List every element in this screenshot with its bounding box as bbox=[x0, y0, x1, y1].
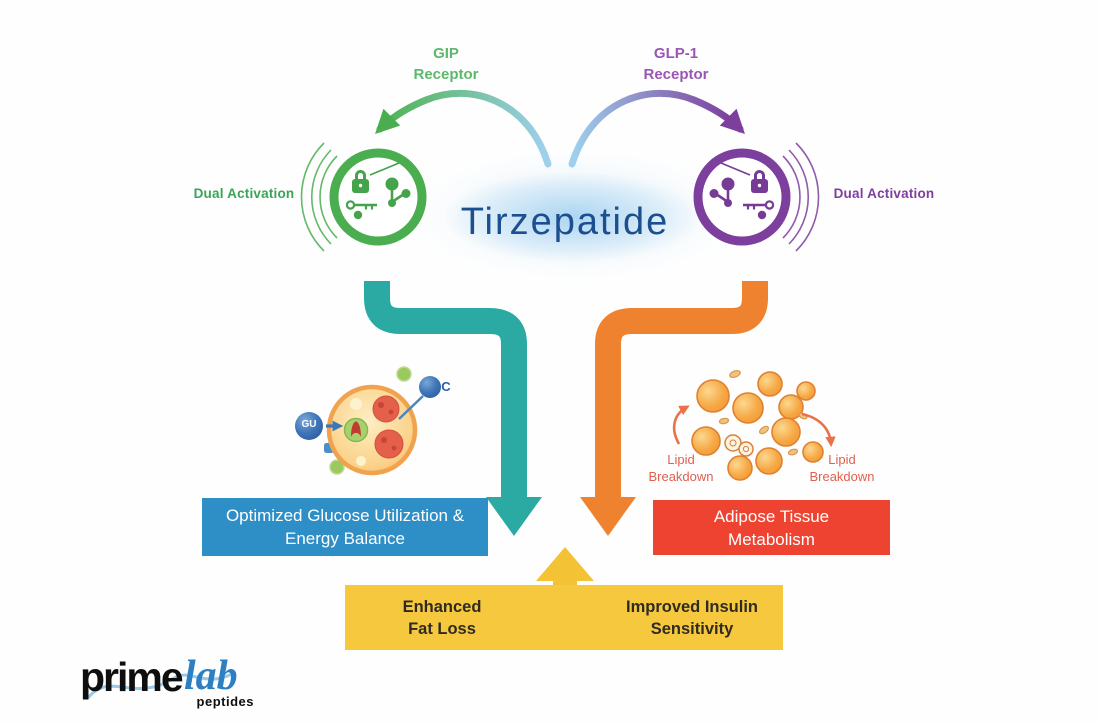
outcomes-box: Enhanced Fat Loss Improved Insulin Sensi… bbox=[345, 585, 783, 650]
molecule-icon bbox=[709, 177, 735, 207]
needle-line bbox=[720, 162, 751, 176]
glucose-cell-illustration bbox=[295, 366, 441, 476]
receptor-ball bbox=[419, 376, 441, 398]
sliced-fat-cell bbox=[724, 434, 754, 457]
glucose-ball bbox=[295, 412, 323, 440]
gip-receptor-circle bbox=[329, 148, 427, 246]
lipid-breakdown-right-label: Lipid Breakdown bbox=[799, 451, 885, 485]
lipid-left-line1: Lipid bbox=[667, 452, 695, 467]
lipid-arrow-left bbox=[672, 405, 690, 445]
glp1-arc-arrow bbox=[568, 89, 745, 168]
lipid-right-line2: Breakdown bbox=[809, 469, 875, 484]
orange-pathway-arrow bbox=[580, 281, 768, 536]
molecule-icon bbox=[385, 177, 411, 207]
teal-pathway-arrow bbox=[364, 281, 542, 536]
logo-peptides-text: peptides bbox=[196, 694, 254, 709]
glp1-line2: Receptor bbox=[643, 66, 709, 83]
brand-logo: prime lab peptides bbox=[80, 653, 265, 712]
dot bbox=[757, 210, 767, 220]
gip-receptor-label: GIP Receptor bbox=[398, 43, 494, 85]
dual-activation-right-label: Dual Activation bbox=[833, 186, 935, 201]
glucose-utilization-box: Optimized Glucose Utilization & Energy B… bbox=[202, 498, 488, 556]
yellow-up-arrow bbox=[536, 547, 594, 596]
logo-lab-text: lab bbox=[184, 653, 238, 699]
gip-arc-arrow bbox=[375, 89, 552, 168]
signal-waves-icon-left bbox=[300, 142, 338, 252]
outcome-right-line1: Improved Insulin bbox=[625, 597, 759, 616]
enhanced-fat-loss-label: Enhanced Fat Loss bbox=[357, 585, 527, 650]
outcome-left-line1: Enhanced bbox=[402, 597, 482, 616]
glp1-receptor-label: GLP-1 Receptor bbox=[628, 43, 724, 85]
lipid-right-line1: Lipid bbox=[828, 452, 856, 467]
signal-waves-icon-right bbox=[782, 142, 820, 252]
key-icon bbox=[743, 200, 775, 210]
adipose-metabolism-box: Adipose Tissue Metabolism bbox=[653, 500, 890, 555]
page-title: Tirzepatide bbox=[460, 201, 670, 243]
outcome-right-line2: Sensitivity bbox=[650, 619, 734, 638]
outcome-left-line2: Fat Loss bbox=[408, 619, 476, 638]
glucose-box-line2: Energy Balance bbox=[284, 529, 406, 548]
glp1-receptor-circle bbox=[693, 148, 791, 246]
dot bbox=[353, 210, 363, 220]
glp1-line1: GLP-1 bbox=[653, 45, 699, 62]
dual-activation-left-label: Dual Activation bbox=[193, 186, 295, 201]
lipid-breakdown-left-label: Lipid Breakdown bbox=[638, 451, 724, 485]
improved-insulin-sensitivity-label: Improved Insulin Sensitivity bbox=[607, 585, 777, 650]
logo-prime-text: prime bbox=[80, 654, 184, 700]
lipid-left-line2: Breakdown bbox=[648, 469, 714, 484]
receptor-ball-label: C bbox=[441, 379, 451, 394]
glucose-box-line1: Optimized Glucose Utilization & bbox=[225, 506, 465, 525]
fat-cells-illustration bbox=[691, 370, 824, 481]
needle-line bbox=[369, 162, 400, 176]
key-icon bbox=[345, 200, 377, 210]
adipose-box-line2: Metabolism bbox=[728, 529, 815, 549]
logo-swash-icon bbox=[86, 672, 233, 699]
title-glow bbox=[408, 158, 738, 276]
gip-line1: GIP bbox=[433, 45, 459, 62]
glucose-ball-label: GU bbox=[301, 419, 317, 430]
gip-line2: Receptor bbox=[413, 66, 479, 83]
lipid-arrow-right bbox=[801, 412, 836, 448]
adipose-box-line1: Adipose Tissue bbox=[713, 506, 830, 526]
